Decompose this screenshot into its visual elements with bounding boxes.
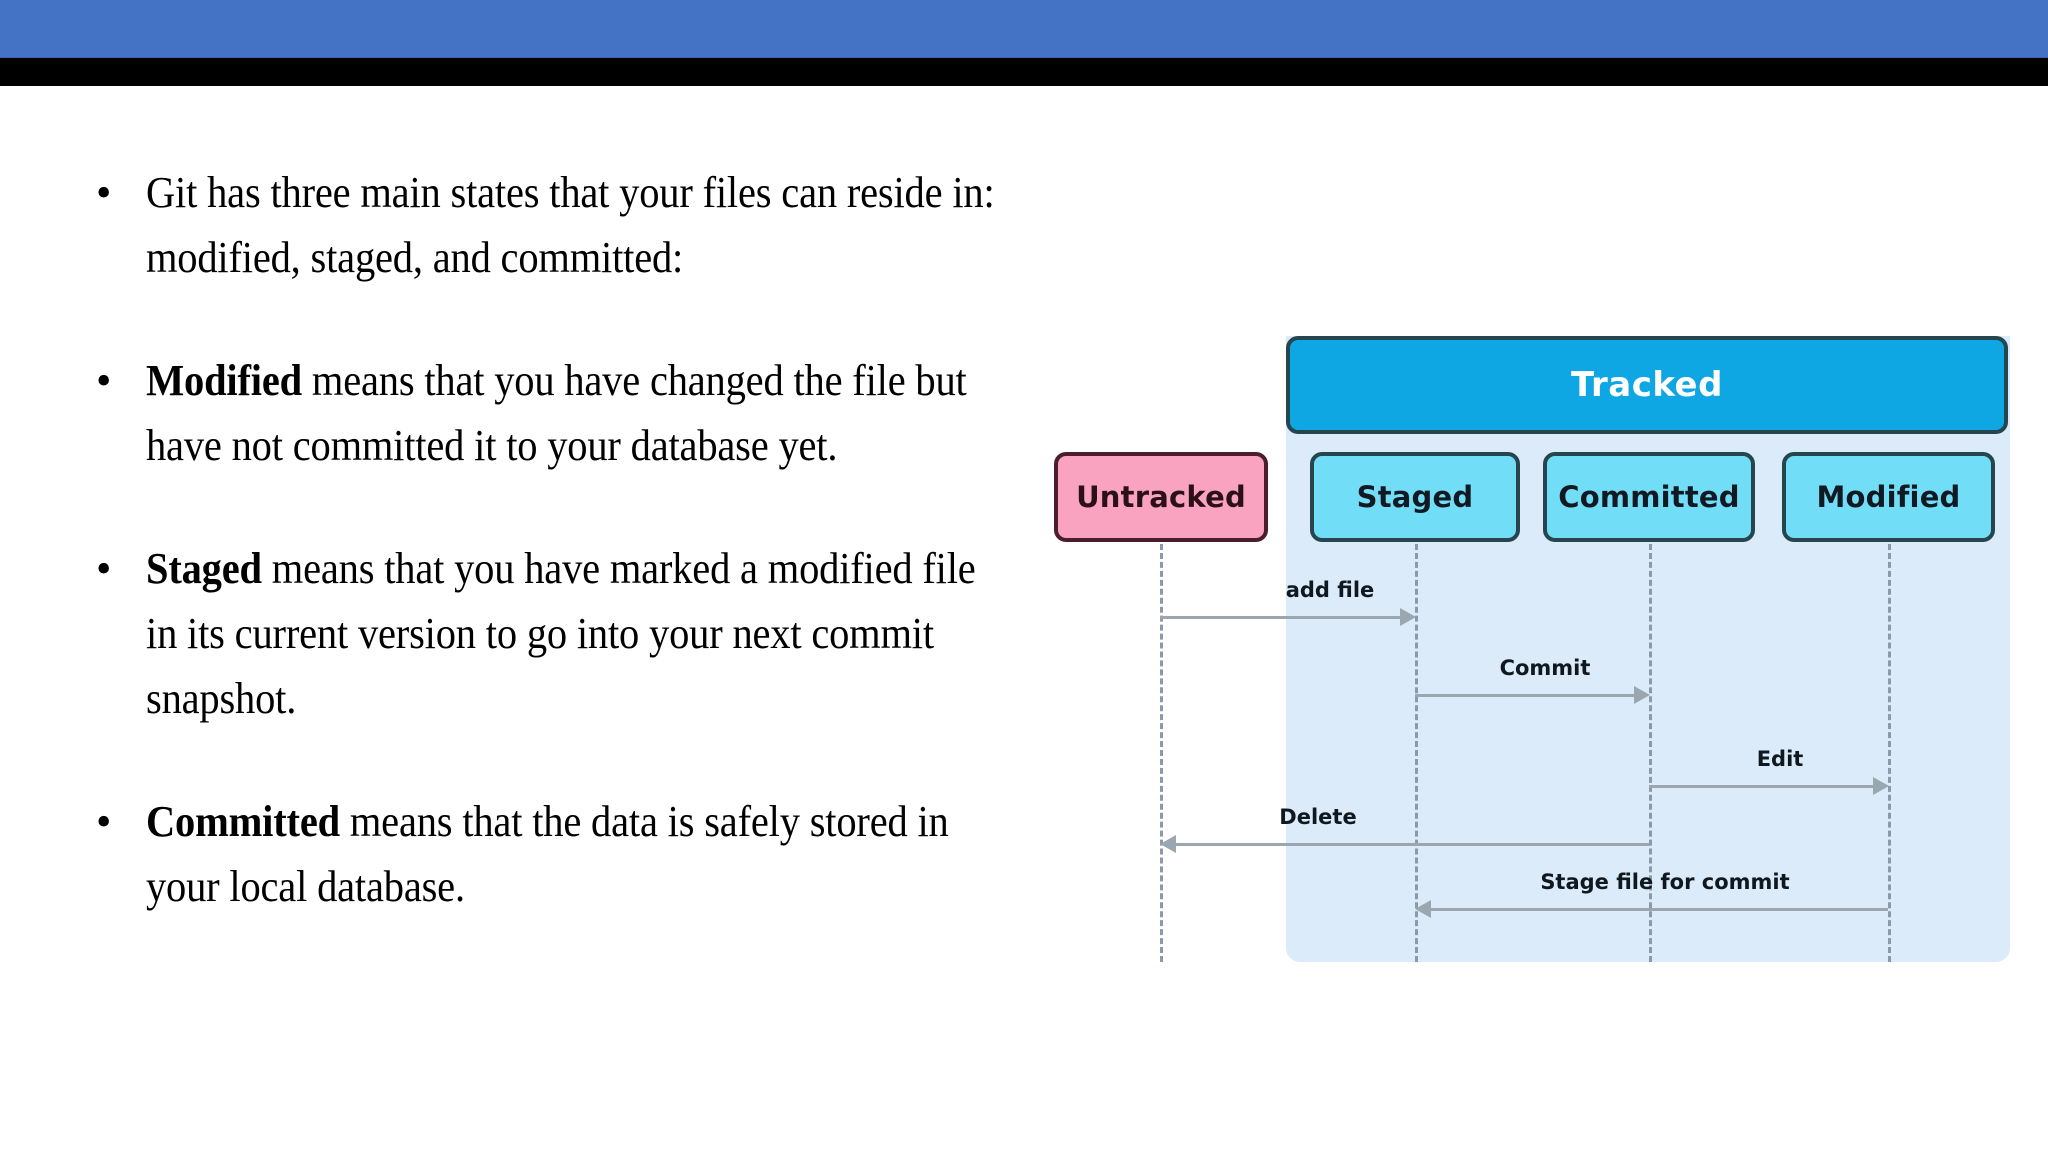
bullet-marker-icon: • xyxy=(96,544,112,593)
message-arrowhead-add-file xyxy=(1400,608,1416,626)
slide-top-blue-bar xyxy=(0,0,2048,58)
bullet-text: Staged means that you have marked a modi… xyxy=(146,536,1003,731)
bullet-body: means that you have changed the file but… xyxy=(146,356,967,470)
state-node-label: Staged xyxy=(1356,480,1474,514)
message-line-stage-for-commit xyxy=(1431,908,1888,911)
message-label-edit: Edit xyxy=(1756,747,1804,771)
bullet-text: Modified means that you have changed the… xyxy=(146,348,1003,478)
bullet-text: Committed means that the data is safely … xyxy=(146,789,1003,919)
bullet-body: Git has three main states that your file… xyxy=(146,168,995,282)
bullet-body: means that the data is safely stored in … xyxy=(146,797,949,911)
bullet-bold-lead: Staged xyxy=(146,544,262,593)
message-line-edit xyxy=(1649,785,1873,788)
bullet-text: Git has three main states that your file… xyxy=(146,160,1003,290)
lifeline-committed xyxy=(1649,544,1652,962)
bullet-marker-icon: • xyxy=(96,356,112,405)
message-line-delete xyxy=(1176,843,1649,846)
lifeline-staged xyxy=(1415,544,1418,962)
message-label-commit: Commit xyxy=(1499,656,1591,680)
bullet-bold-lead: Committed xyxy=(146,797,340,846)
tracked-group-label: Tracked xyxy=(1571,365,1723,405)
lifeline-modified xyxy=(1888,544,1891,962)
state-node-label: Untracked xyxy=(1076,480,1246,514)
state-node-untracked: Untracked xyxy=(1054,452,1268,542)
message-arrowhead-edit xyxy=(1873,777,1889,795)
list-item: • Git has three main states that your fi… xyxy=(88,160,1078,290)
message-line-add-file xyxy=(1160,616,1400,619)
state-node-staged: Staged xyxy=(1310,452,1520,542)
git-states-diagram: Tracked Untracked Staged Committed Modif… xyxy=(1040,320,2040,1000)
message-arrowhead-stage-for-commit xyxy=(1415,900,1431,918)
message-label-stage-for-commit: Stage file for commit xyxy=(1540,870,1790,894)
bullet-list: • Git has three main states that your fi… xyxy=(88,160,1078,977)
list-item: • Committed means that the data is safel… xyxy=(88,789,1078,919)
bullet-marker-icon: • xyxy=(96,168,112,217)
state-node-modified: Modified xyxy=(1782,452,1995,542)
bullet-marker-icon: • xyxy=(96,797,112,846)
bullet-body: means that you have marked a modified fi… xyxy=(146,544,976,723)
list-item: • Staged means that you have marked a mo… xyxy=(88,536,1078,731)
lifeline-untracked xyxy=(1160,544,1163,962)
state-node-label: Committed xyxy=(1558,480,1740,514)
bullet-bold-lead: Modified xyxy=(146,356,302,405)
state-node-committed: Committed xyxy=(1543,452,1755,542)
message-arrowhead-commit xyxy=(1634,686,1650,704)
list-item: • Modified means that you have changed t… xyxy=(88,348,1078,478)
message-label-add-file: add file xyxy=(1285,578,1375,602)
message-label-delete: Delete xyxy=(1279,805,1357,829)
tracked-group-header: Tracked xyxy=(1286,336,2008,434)
slide-top-black-bar xyxy=(0,58,2048,86)
message-arrowhead-delete xyxy=(1160,835,1176,853)
state-node-label: Modified xyxy=(1816,480,1961,514)
message-line-commit xyxy=(1415,694,1634,697)
